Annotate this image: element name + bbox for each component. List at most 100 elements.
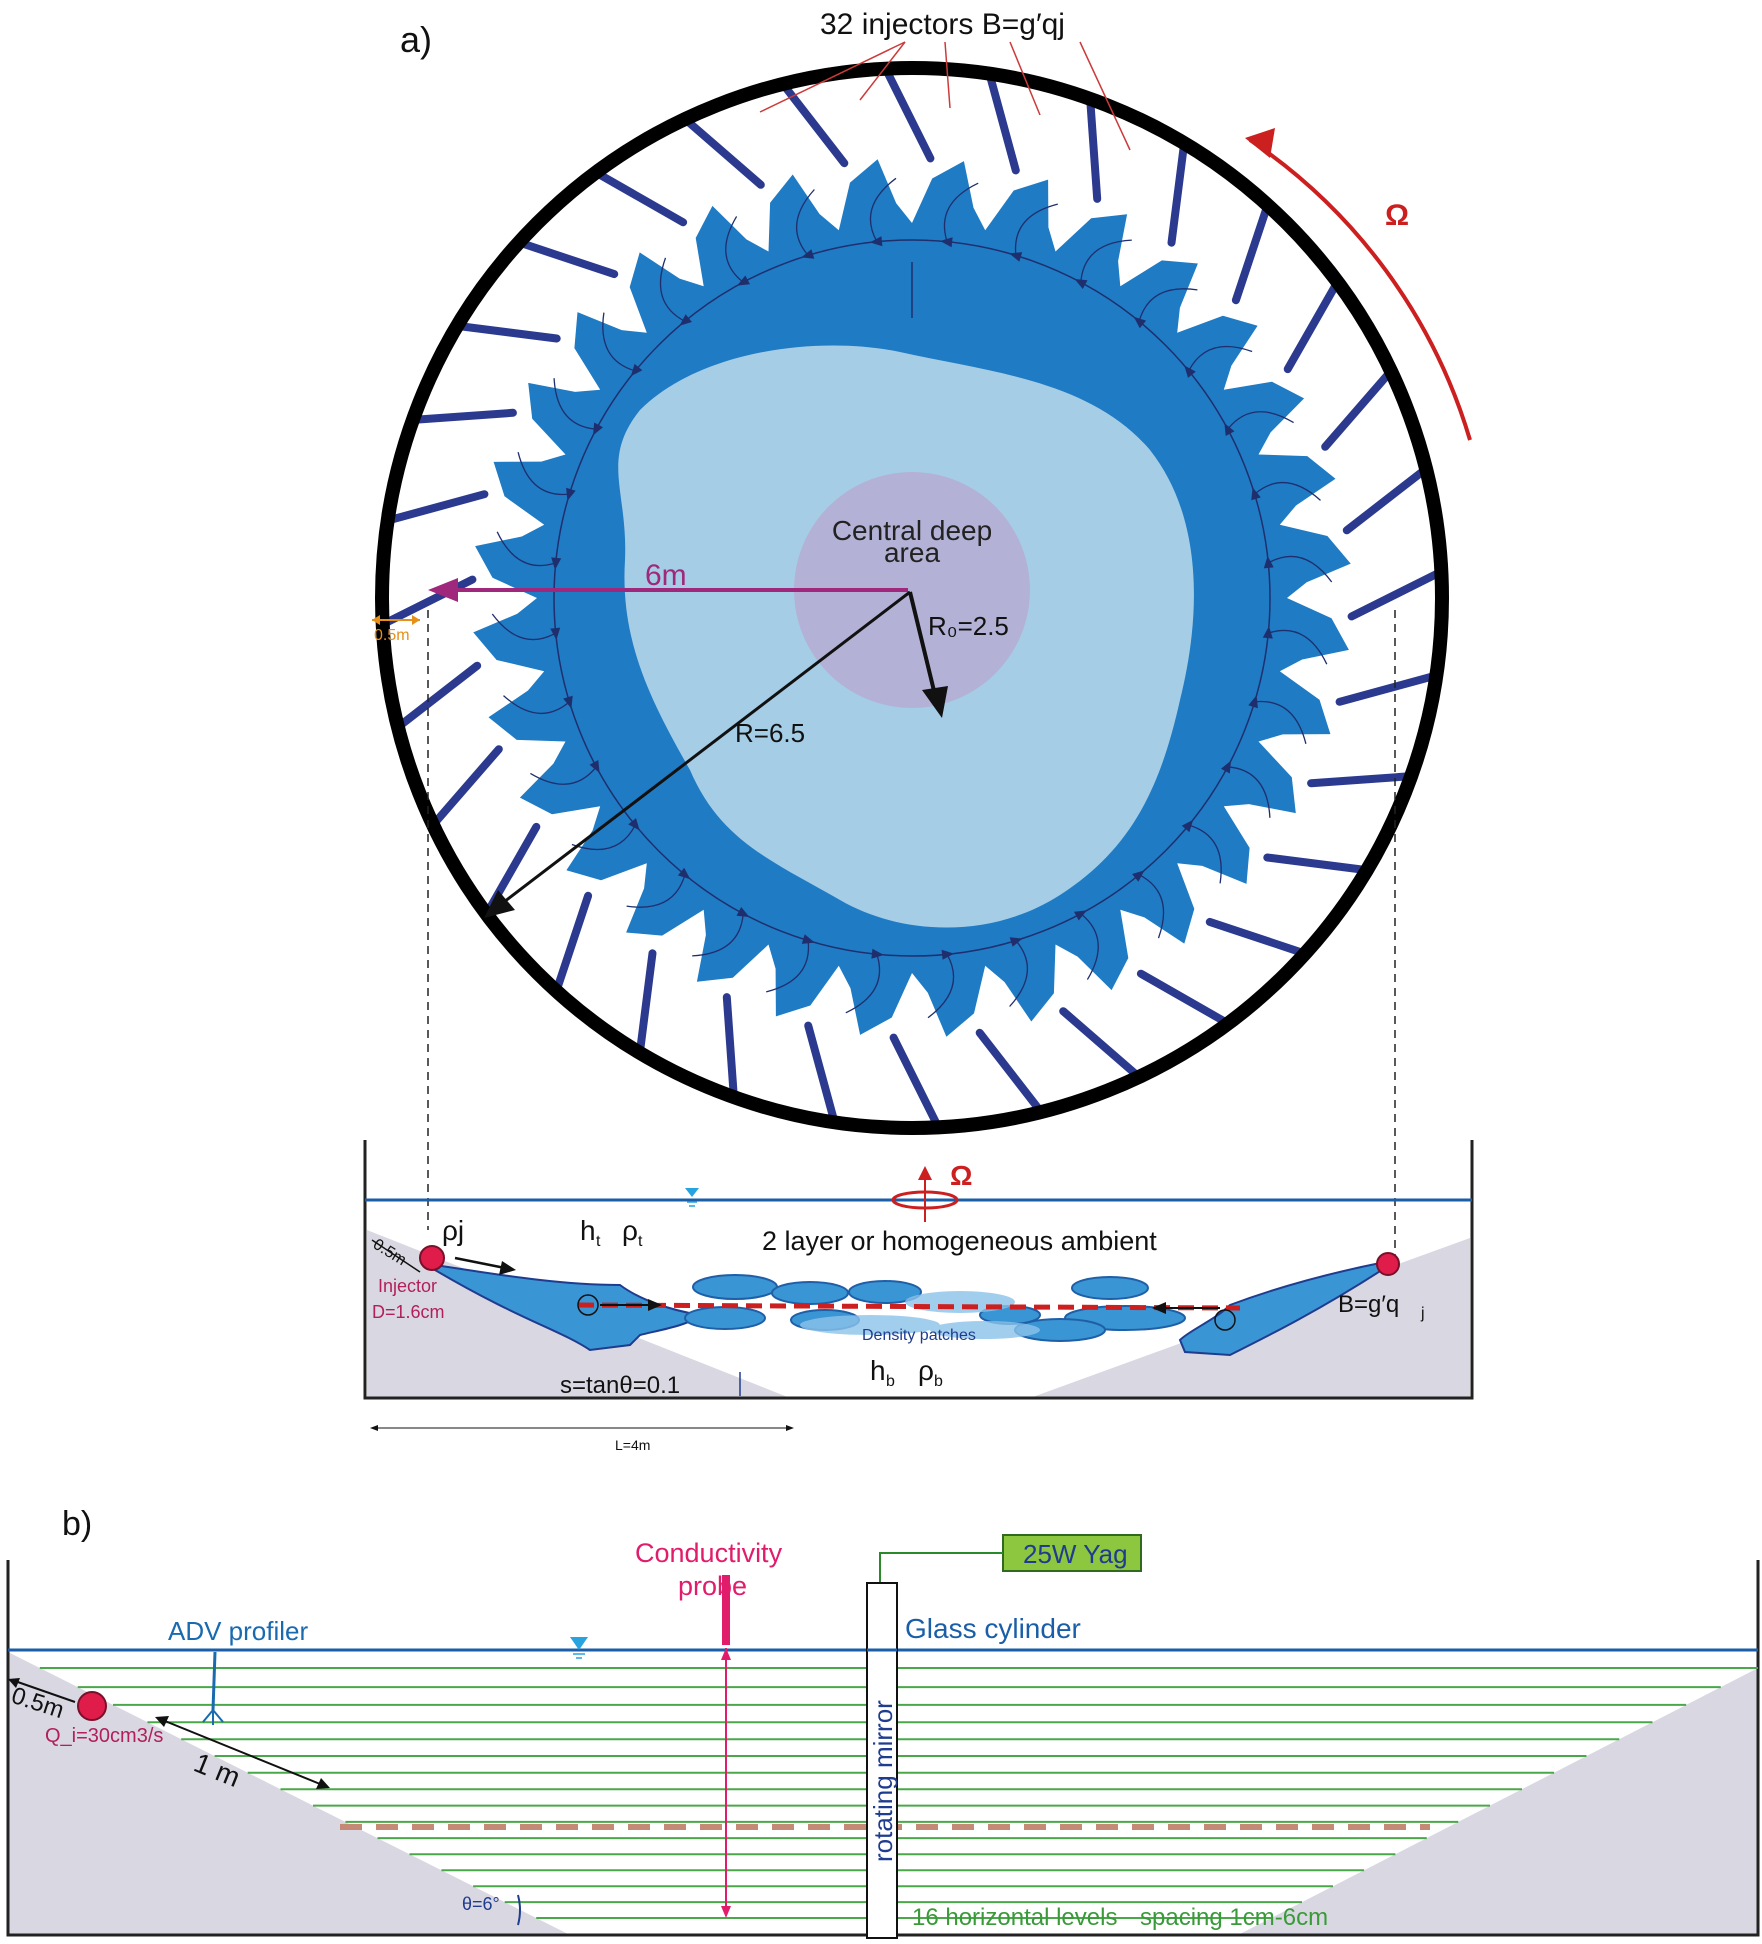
streamline-curl <box>626 874 686 908</box>
r-arrow: R=6.5 <box>484 590 911 918</box>
streamline-arrowhead <box>677 867 691 880</box>
half-meter-label: 0.5m <box>374 627 410 644</box>
streamline-arrowhead <box>628 818 640 831</box>
injector-label-2: D=1.6cm <box>372 1302 445 1322</box>
streamline-curl <box>943 182 979 242</box>
svg-text:h: h <box>580 1215 596 1246</box>
injector-rod <box>1321 368 1394 451</box>
streamline-curl <box>845 954 881 1014</box>
streamline-curl <box>491 613 557 641</box>
injector-rod <box>1231 203 1271 305</box>
q-i-label: Q_i=30cm3/s <box>45 1725 163 1747</box>
injector-rod <box>780 81 849 168</box>
svg-text:b: b <box>886 1373 895 1390</box>
streamline-curl <box>553 378 597 430</box>
streamline-arrowhead <box>1248 695 1258 709</box>
streamline-curl <box>1138 874 1165 939</box>
injector-b <box>77 1691 107 1721</box>
streamline-curl <box>725 216 744 283</box>
streamline-arrowhead <box>871 948 884 959</box>
injector-rod <box>1263 853 1369 874</box>
streamline-arrowhead <box>1009 252 1023 262</box>
radius-6m-arrow: 6m <box>428 559 908 602</box>
streamline-arrowhead <box>1224 423 1235 436</box>
streamline-curl <box>503 695 570 715</box>
injector-rod <box>722 993 738 1099</box>
svg-text:B=g′q: B=g′q <box>1338 1291 1399 1318</box>
streamline-arrowhead <box>1221 760 1231 774</box>
injector-leaders <box>759 41 1131 151</box>
streamline-arrowhead <box>566 487 576 501</box>
half-meter-marker: 0.5m <box>372 615 420 644</box>
streamline-arrowhead <box>550 627 561 641</box>
svg-text:ρ: ρ <box>622 1215 638 1246</box>
hb-label: h b ρ b <box>870 1355 943 1390</box>
injector-rod <box>385 490 489 524</box>
conductivity-probe: Conductivity probe <box>635 1538 783 1918</box>
streamline-arrowhead <box>551 557 562 570</box>
injector-rod <box>1086 97 1102 203</box>
streamline-arrowhead <box>736 907 750 917</box>
rotation-arrow: Ω <box>1245 128 1472 441</box>
injector-rod <box>553 891 593 993</box>
injector-rod <box>1307 772 1413 788</box>
streamline-arrowhead <box>1074 910 1087 921</box>
injector-rod <box>682 116 765 189</box>
glass-label: Glass cylinder <box>905 1613 1081 1644</box>
streamline-arrowhead <box>563 695 573 709</box>
streamline-curl <box>659 257 686 322</box>
streamline-curl <box>869 177 897 243</box>
panel-a-label: a) <box>400 19 432 60</box>
cross-section: Ω <box>363 1140 1474 1453</box>
mirror-label: rotating mirror <box>868 1700 898 1862</box>
density-patches-label: Density patches <box>862 1327 976 1344</box>
injector-rod <box>455 322 561 343</box>
streamline-arrowhead <box>1074 279 1088 289</box>
streamline-curl <box>1188 345 1253 372</box>
laser-box <box>1002 1534 1142 1572</box>
svg-text:L=4m: L=4m <box>615 1437 650 1453</box>
injector-rod <box>1167 141 1188 247</box>
intrusion-line-a <box>577 1302 1241 1311</box>
streamline-arrowhead <box>941 949 955 960</box>
injectors-label: 32 injectors B=g′qj <box>820 8 1065 41</box>
injector-right <box>1376 1252 1400 1276</box>
streamline-curl <box>1080 913 1099 980</box>
streamline-curl <box>1188 824 1222 884</box>
rotation-symbol: Ω <box>891 1160 972 1222</box>
streamline-curl <box>530 766 597 785</box>
streamline-arrowhead <box>593 422 603 436</box>
svg-text:h: h <box>870 1355 886 1386</box>
radius-6m-label: 6m <box>645 559 687 592</box>
injector-rod <box>975 1028 1044 1115</box>
streamline-curl <box>766 940 810 993</box>
streamline-arrowhead <box>1009 937 1023 947</box>
streamline-arrowhead <box>1263 555 1274 569</box>
streamline-arrowhead <box>1132 870 1145 882</box>
streamline-curl <box>1014 203 1058 256</box>
streamline-curl <box>1009 940 1029 1007</box>
injectors <box>380 66 1444 1130</box>
glass-cylinder <box>866 1582 898 1939</box>
slope-right-b <box>1238 1668 1758 1935</box>
streamline-curl <box>496 531 556 567</box>
injector-rod <box>1347 568 1444 621</box>
svg-text:t: t <box>596 1233 601 1250</box>
laser-system: 25W Yag Glass cylinder rotating mirror <box>866 1534 1142 1939</box>
r0-arrow: R₀=2.5 <box>908 591 1009 718</box>
theta-label: θ=6° <box>462 1894 521 1926</box>
injector-rod <box>882 66 935 163</box>
spacing-label: spacing 1cm-6cm <box>1140 1904 1328 1931</box>
svg-text:ADV profiler: ADV profiler <box>168 1616 308 1646</box>
streamline-curl <box>927 953 955 1019</box>
panel-b-label: b) <box>62 1505 92 1543</box>
right-plume <box>1178 1260 1386 1357</box>
streamline-arrowhead <box>589 760 600 773</box>
injector-rod <box>517 239 619 279</box>
streamline-arrowhead <box>737 275 750 286</box>
streamline-curl <box>1227 766 1271 818</box>
tank-walls <box>363 1140 1474 1400</box>
streamline-arrowhead <box>1262 626 1273 639</box>
bflux-label: B=g′q j <box>1338 1291 1425 1322</box>
streamline-arrowhead <box>940 237 953 248</box>
